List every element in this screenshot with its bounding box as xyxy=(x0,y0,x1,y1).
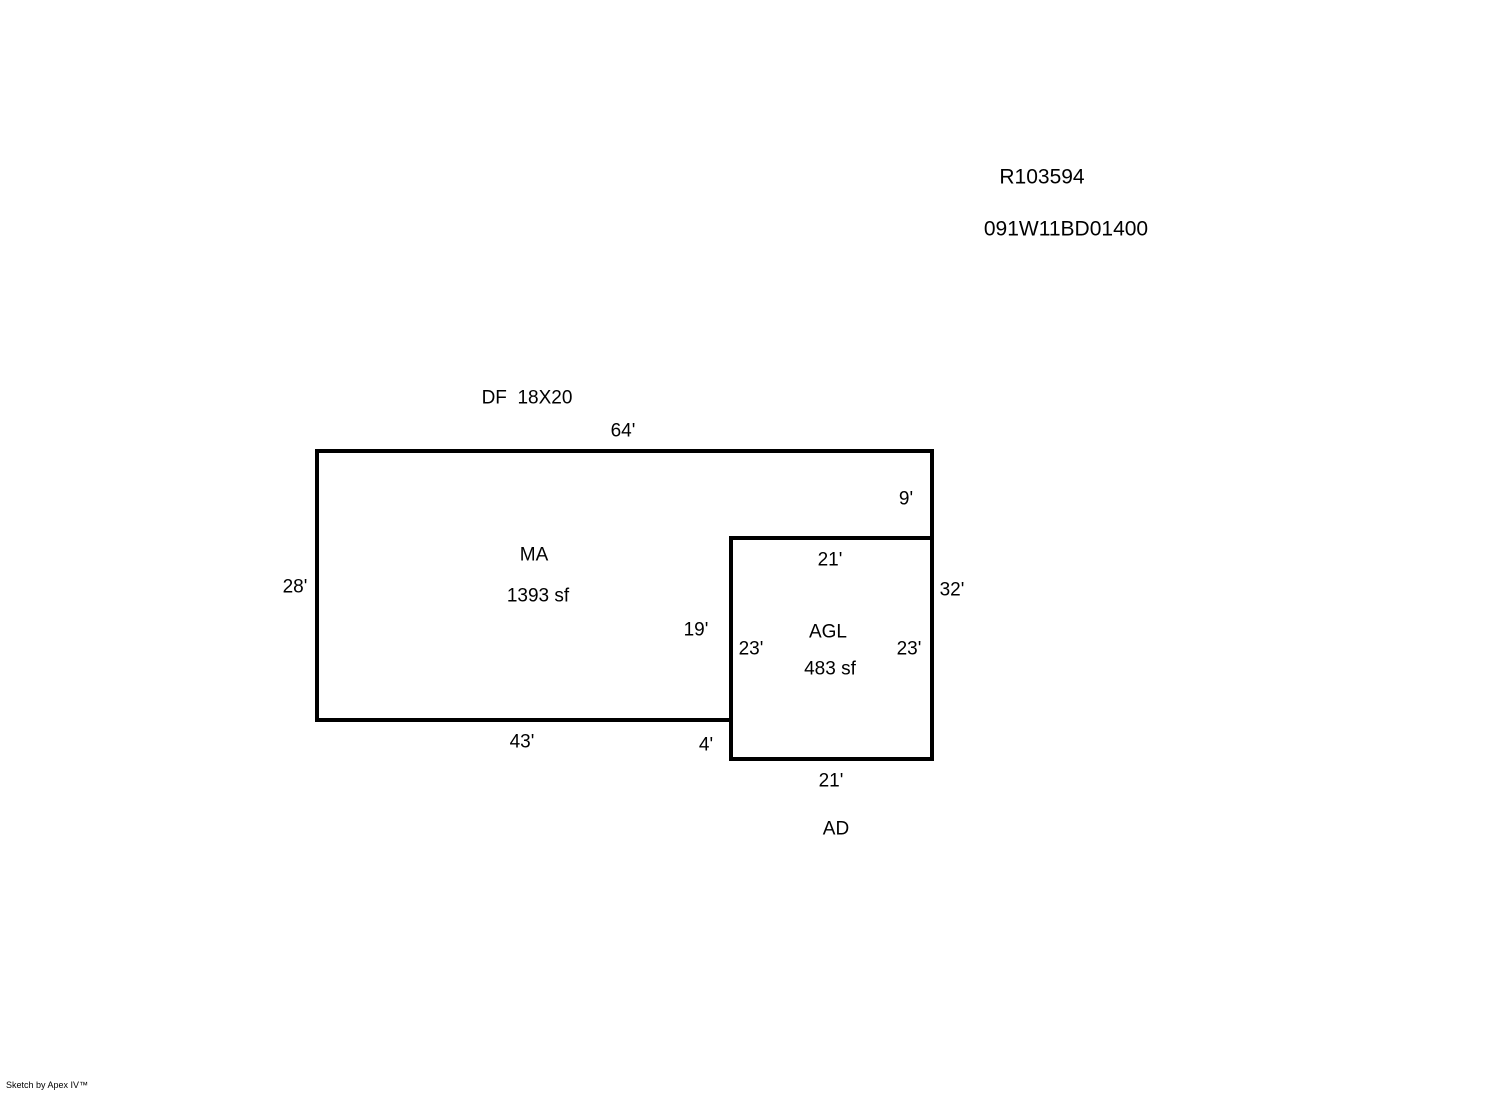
main-area-size: 1393 sf xyxy=(506,585,570,607)
dimension-right-upper: 9' xyxy=(898,488,914,510)
account-number: R103594 xyxy=(999,165,1085,189)
dimension-garage-left: 23' xyxy=(738,638,764,660)
garage-area-code: AGL xyxy=(808,621,848,643)
dimension-main-top: 64' xyxy=(610,420,636,442)
garage-area-size: 483 sf xyxy=(804,658,856,680)
main-area-outline xyxy=(315,449,934,722)
attached-note: AD xyxy=(822,818,850,840)
dimension-garage-top: 21' xyxy=(817,549,843,571)
main-area-code: MA xyxy=(519,544,549,566)
sketch-credit: Sketch by Apex IV™ xyxy=(6,1080,89,1090)
dimension-right-full: 32' xyxy=(939,579,965,601)
map-tax-lot: 091W11BD01400 xyxy=(983,217,1149,241)
garage-outline xyxy=(729,536,934,761)
dimension-main-bottom: 43' xyxy=(509,731,535,753)
dimension-inner-step: 19' xyxy=(683,619,709,641)
dimension-garage-right: 23' xyxy=(896,638,922,660)
dimension-main-left: 28' xyxy=(282,576,308,598)
detached-structure-note: DF 18X20 xyxy=(481,387,573,409)
dimension-garage-bottom: 21' xyxy=(818,770,844,792)
dimension-inner-notch: 4' xyxy=(698,734,714,756)
